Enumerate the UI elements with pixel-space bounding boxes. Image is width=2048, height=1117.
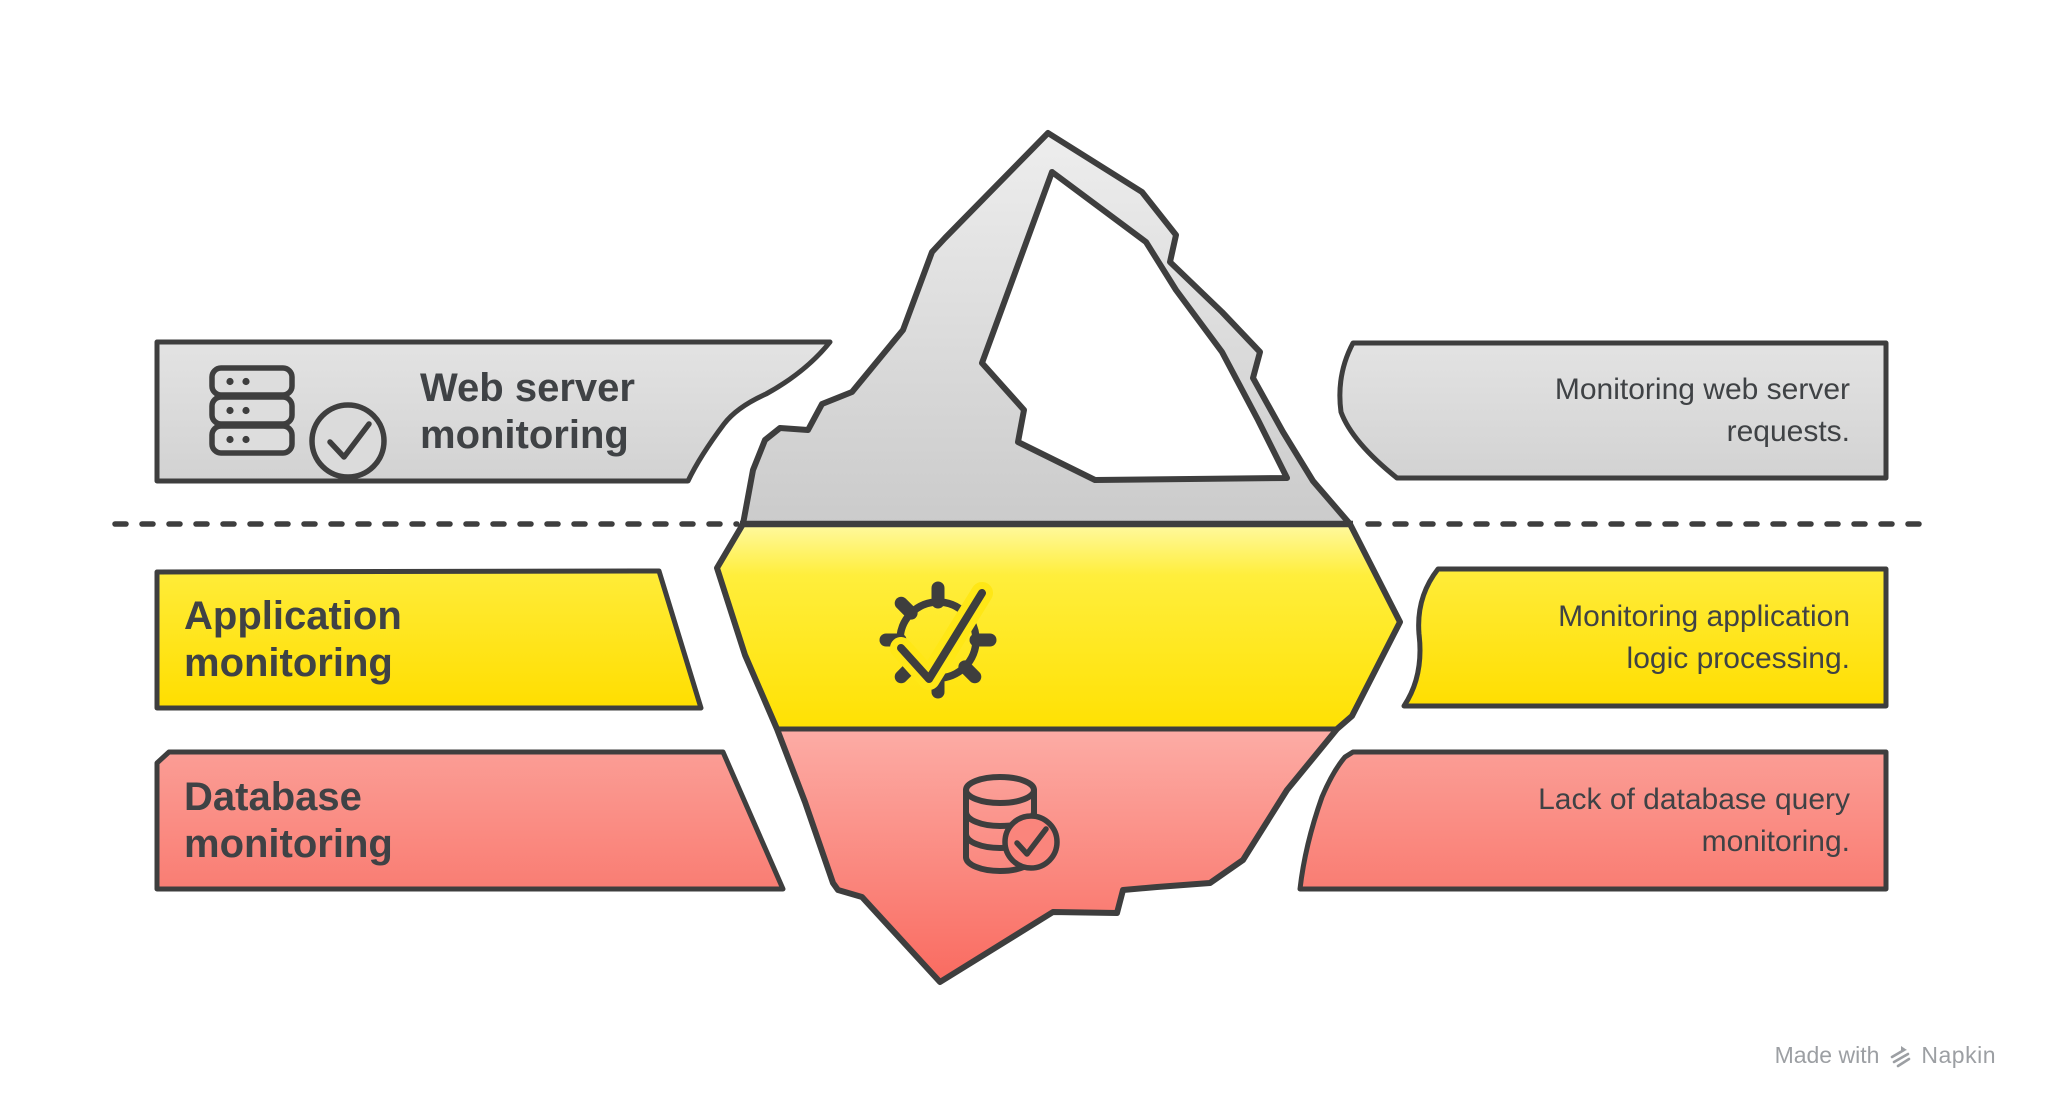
application-label: Application monitoring (184, 594, 402, 685)
web-server-label: Web server monitoring (420, 365, 635, 457)
database-description-box (1297, 749, 1889, 892)
web-server-description: Monitoring web server requests. (1554, 373, 1850, 448)
napkin-logo-icon (1891, 1045, 1911, 1067)
napkin-brand-text: Napkin (1921, 1042, 1996, 1068)
iceberg-snow-cap (979, 169, 1290, 483)
gear-check-icon (879, 581, 997, 699)
application-label-box (154, 568, 704, 711)
server-check-icon (209, 365, 387, 480)
iceberg-yellow-band (717, 524, 1400, 729)
application-description-box (1401, 566, 1889, 709)
database-description: Lack of database query monitoring. (1538, 783, 1850, 858)
web-server-description-box (1337, 340, 1889, 481)
application-description: Monitoring application logic processing. (1558, 600, 1850, 675)
database-check-icon (963, 774, 1060, 874)
made-with-text: Made with (1774, 1042, 1880, 1068)
made-with-napkin-credit: Made with Napkin (1775, 1042, 1996, 1069)
database-label: Database monitoring (184, 774, 393, 866)
database-label-box (154, 749, 786, 892)
